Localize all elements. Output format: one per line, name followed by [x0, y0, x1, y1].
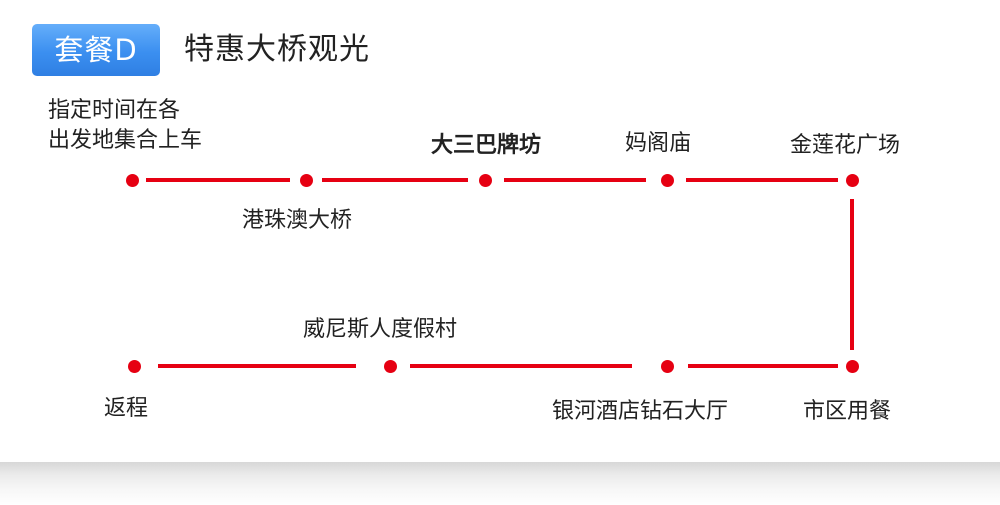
stop-label-start: 指定时间在各 出发地集合上车 — [48, 98, 203, 153]
stop-label-temple: 妈阁庙 — [625, 131, 692, 156]
stop-label-hall: 银河酒店钻石大厅 — [552, 399, 729, 424]
stop-label-square: 金莲花广场 — [790, 133, 901, 158]
route-segment — [688, 364, 838, 368]
route-segment — [410, 364, 632, 368]
stop-dot — [660, 173, 674, 187]
stop-label-dining: 市区用餐 — [803, 399, 892, 424]
stop-dot — [845, 173, 859, 187]
route-card: 套餐D 特惠大桥观光 指定时间在各 出发地集合上车 港珠澳大桥 大三巴牌坊 妈阁… — [32, 24, 901, 424]
stop-label-return: 返程 — [104, 396, 149, 421]
stop-dot — [383, 359, 397, 373]
stop-dot — [299, 173, 313, 187]
route-segment — [146, 178, 290, 182]
stop-dot — [127, 359, 141, 373]
route-segment — [686, 178, 838, 182]
stop-label-ruins: 大三巴牌坊 — [431, 133, 542, 158]
stop-dot — [845, 359, 859, 373]
route-segment — [504, 178, 646, 182]
package-title: 特惠大桥观光 — [184, 32, 370, 67]
stop-dot — [125, 173, 139, 187]
stop-label-bridge: 港珠澳大桥 — [242, 208, 353, 233]
route-segment — [322, 178, 468, 182]
route-segment — [850, 199, 854, 350]
package-badge: 套餐D — [32, 24, 160, 76]
route-segment — [158, 364, 356, 368]
stop-dot — [478, 173, 492, 187]
stop-label-resort: 威尼斯人度假村 — [303, 317, 458, 342]
bottom-shadow — [0, 462, 1000, 505]
stop-dot — [660, 359, 674, 373]
